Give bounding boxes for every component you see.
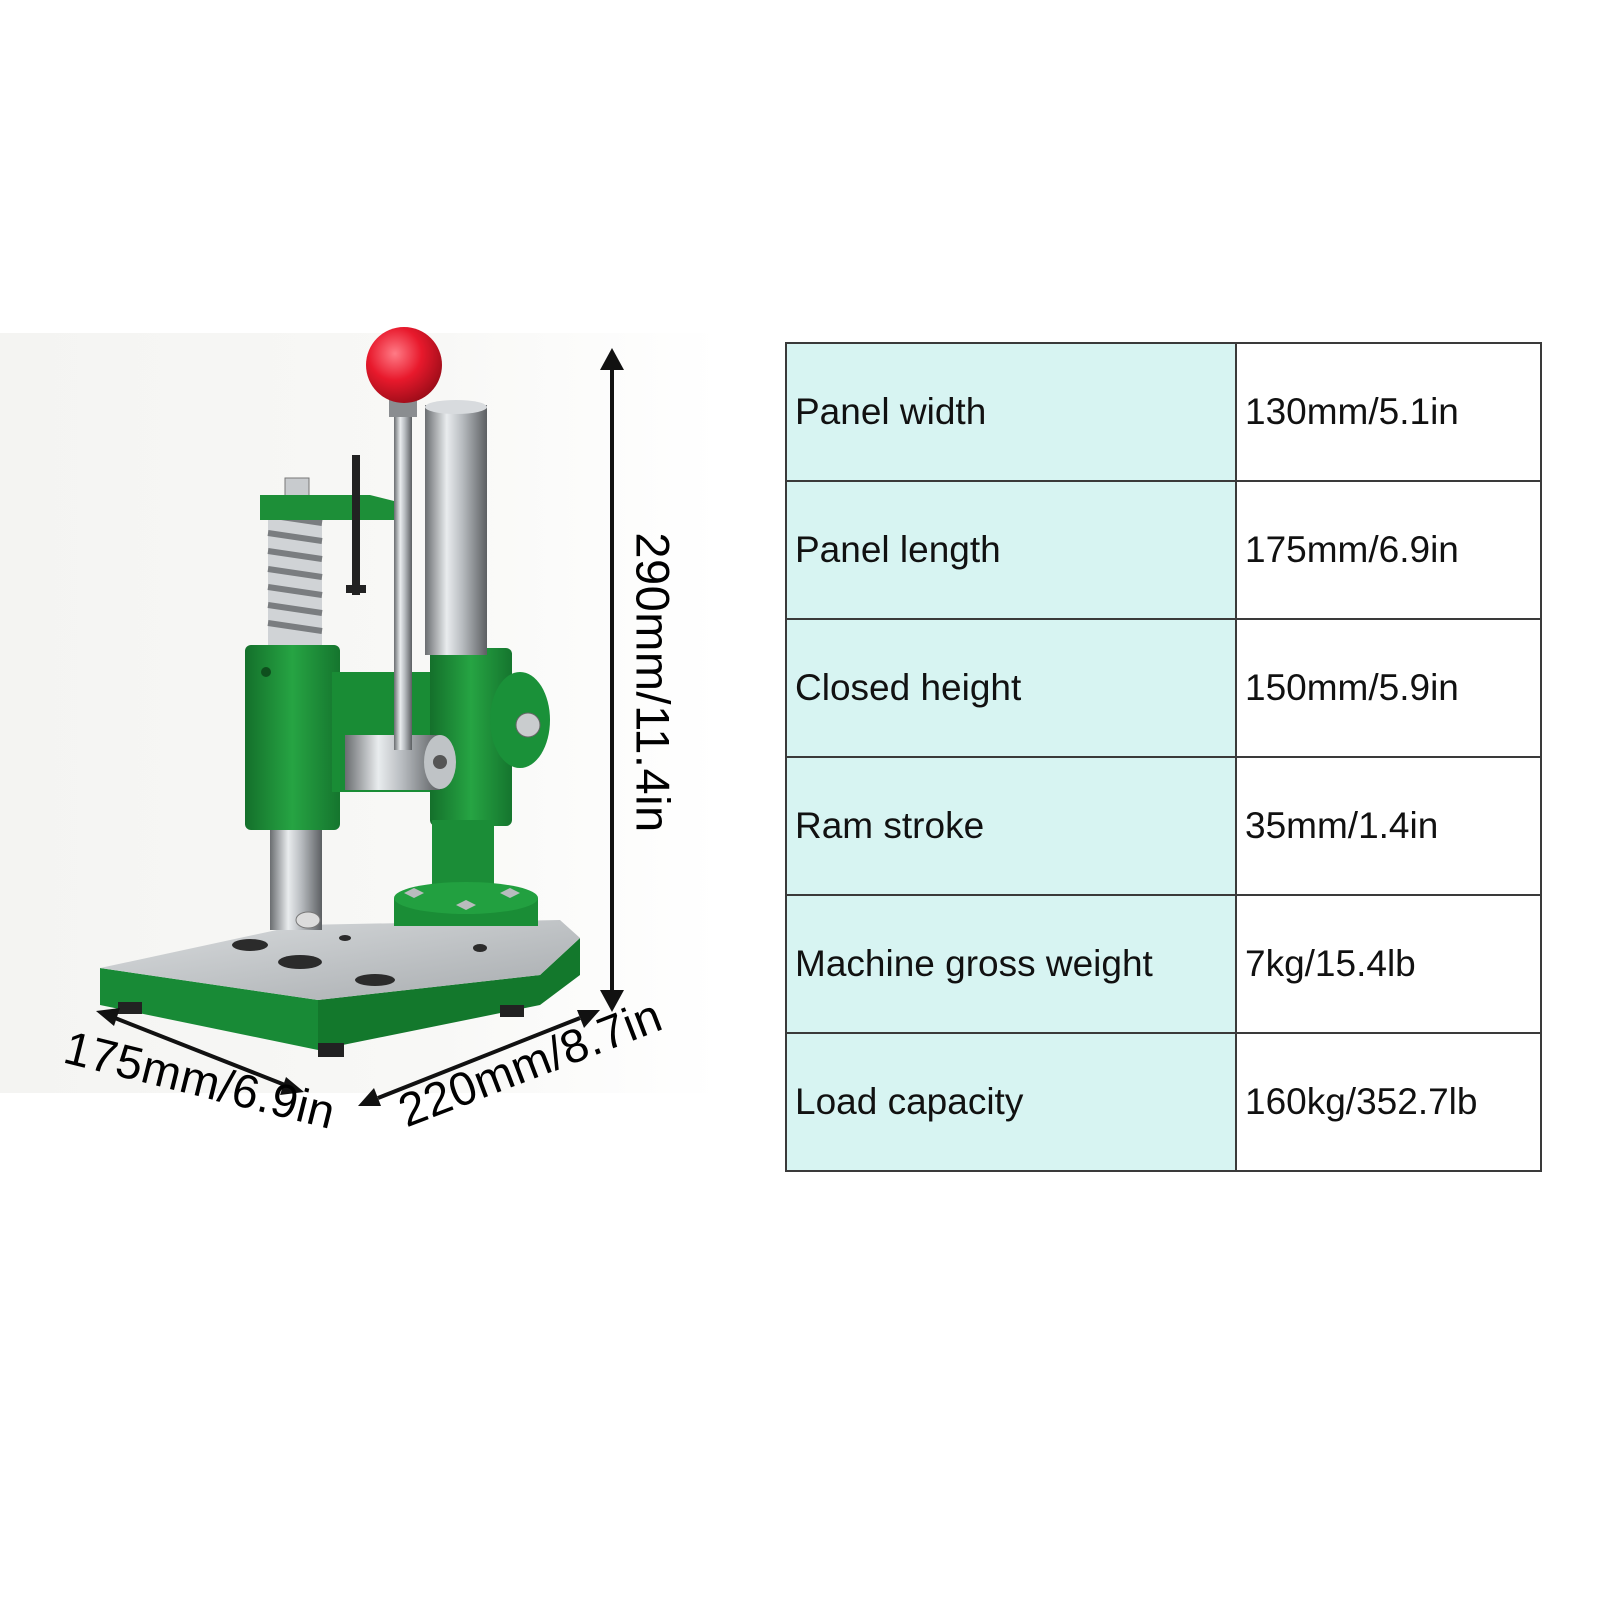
spec-label: Closed height [785, 618, 1237, 758]
specifications-table: Panel width 130mm/5.1in Panel length 175… [785, 342, 1542, 1172]
adjust-screw [352, 455, 360, 595]
lower-ram [394, 820, 538, 926]
spec-label: Machine gross weight [785, 894, 1237, 1034]
spec-row: Panel width 130mm/5.1in [785, 342, 1542, 482]
spec-label: Load capacity [785, 1032, 1237, 1172]
spec-value: 7kg/15.4lb [1235, 894, 1542, 1034]
spec-value: 175mm/6.9in [1235, 480, 1542, 620]
spec-value: 35mm/1.4in [1235, 756, 1542, 896]
depth-arrow [96, 1008, 304, 1095]
spec-value: 150mm/5.9in [1235, 618, 1542, 758]
guide-post [270, 820, 322, 930]
spec-row: Ram stroke 35mm/1.4in [785, 756, 1542, 896]
hand-press-machine-image [96, 327, 624, 1106]
lever-handle [366, 327, 442, 750]
spec-row: Panel length 175mm/6.9in [785, 480, 1542, 620]
spec-row: Closed height 150mm/5.9in [785, 618, 1542, 758]
spec-row: Machine gross weight 7kg/15.4lb [785, 894, 1542, 1034]
spec-value: 160kg/352.7lb [1235, 1032, 1542, 1172]
height-arrow [600, 348, 624, 1012]
width-arrow [358, 1010, 600, 1106]
height-dimension-label: 290mm/11.4in [626, 532, 680, 833]
handle-knob [366, 327, 442, 403]
pinion-shaft [345, 735, 456, 790]
spec-value: 130mm/5.1in [1235, 342, 1542, 482]
spec-row: Load capacity 160kg/352.7lb [785, 1032, 1542, 1172]
spec-label: Ram stroke [785, 756, 1237, 896]
ram-column [425, 405, 487, 655]
base-plate [100, 920, 580, 1057]
spec-label: Panel length [785, 480, 1237, 620]
top-bracket [260, 495, 410, 520]
spec-label: Panel width [785, 342, 1237, 482]
